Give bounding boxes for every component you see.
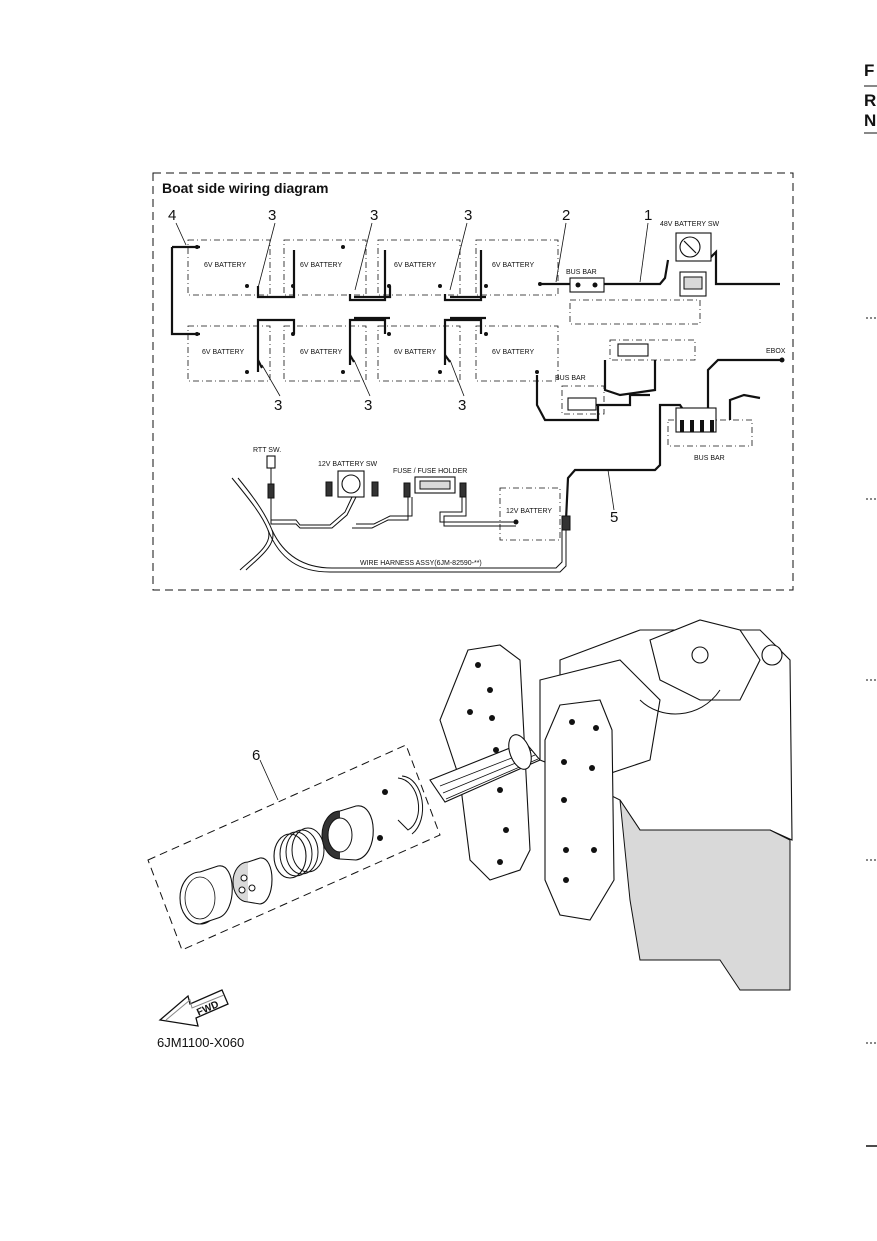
- wire-harness-label: WIRE HARNESS ASSY(6JM-82590-**): [360, 560, 482, 567]
- battery-bottom-1: [187, 325, 271, 382]
- edge-tick-marks: [866, 317, 877, 1147]
- callout-3: 3: [370, 207, 378, 224]
- callout-1: 1: [644, 207, 652, 224]
- motor-body: [619, 799, 791, 991]
- coil-spring: [273, 827, 325, 879]
- battery-label: 6V BATTERY: [202, 349, 244, 356]
- callout-3: 3: [464, 207, 472, 224]
- fuse-holder: FUSE / FUSE HOLDER: [393, 468, 467, 498]
- diagram-frame: [152, 172, 794, 591]
- battery-top-2: [283, 239, 367, 296]
- main-cables: [535, 249, 780, 430]
- battery-bottom-3: [377, 325, 461, 382]
- battery-outlines: [187, 239, 559, 382]
- battery-label: 6V BATTERY: [300, 262, 342, 269]
- motor-assembly-illustration: [429, 619, 793, 991]
- battery-12v-label: 12V BATTERY: [506, 508, 552, 515]
- edge-letter-r: R: [864, 91, 876, 110]
- jumper-cables: [170, 245, 486, 372]
- battery-switch-48v-label: 48V BATTERY SW: [660, 221, 720, 228]
- part-code: 6JM1100-X060: [157, 1035, 244, 1050]
- battery-label: 6V BATTERY: [492, 262, 534, 269]
- battery-labels: 6V BATTERY 6V BATTERY 6V BATTERY 6V BATT…: [202, 262, 534, 356]
- callout-4: 4: [168, 207, 176, 224]
- bus-bar-mid: BUS BAR: [555, 339, 696, 415]
- bus-bar-right-label: BUS BAR: [694, 455, 725, 462]
- diagram-title: Boat side wiring diagram: [162, 180, 328, 196]
- wiring-diagram: Boat side wiring diagram 6V BATTERY 6V B…: [152, 172, 794, 591]
- retainer-clip: [377, 775, 424, 841]
- callout-leaders: [175, 222, 649, 511]
- wire-harness: WIRE HARNESS ASSY(6JM-82590-**): [231, 477, 571, 573]
- rtt-switch: RTT SW.: [253, 447, 281, 499]
- battery-label: 6V BATTERY: [204, 262, 246, 269]
- edge-letter-f: F: [864, 61, 874, 80]
- bus-bar-top: BUS BAR: [566, 269, 701, 325]
- callout-5: 5: [610, 509, 618, 526]
- battery-bottom-4: [475, 325, 559, 382]
- callout-3: 3: [364, 397, 372, 414]
- fuse-holder-label: FUSE / FUSE HOLDER: [393, 468, 467, 475]
- battery-bottom-2: [283, 325, 367, 382]
- ebox-label: EBOX: [766, 348, 786, 355]
- oil-seal: [321, 805, 374, 861]
- seal-kit-frame: [147, 744, 441, 951]
- battery-switch-12v: 12V BATTERY SW: [318, 461, 379, 498]
- battery-label: 6V BATTERY: [492, 349, 534, 356]
- bus-bar-top-label: BUS BAR: [566, 269, 597, 276]
- battery-12v: 12V BATTERY: [499, 487, 561, 541]
- cable-5: [564, 430, 662, 521]
- battery-label: 6V BATTERY: [394, 262, 436, 269]
- bearing-hub: [232, 857, 273, 905]
- bus-bar-right: BUS BAR: [667, 407, 753, 462]
- seal-kit-callout: 6: [147, 744, 441, 951]
- bus-bar-mid-label: BUS BAR: [555, 375, 586, 382]
- sleeve-ring: [179, 865, 233, 925]
- battery-top-3: [377, 239, 461, 296]
- fwd-arrow: FWD: [158, 989, 229, 1027]
- callout-numbers: 4 3 3 3 2 1 3 3 3 5: [168, 207, 652, 526]
- battery-top-4: [475, 239, 559, 296]
- battery-switch-12v-label: 12V BATTERY SW: [318, 461, 378, 468]
- battery-switch-48v: 48V BATTERY SW: [660, 221, 720, 297]
- rtt-switch-label: RTT SW.: [253, 447, 281, 454]
- callout-3: 3: [274, 397, 282, 414]
- mounting-plate-left-bolts: [467, 662, 509, 865]
- callout-2: 2: [562, 207, 570, 224]
- callout-6: 6: [252, 747, 260, 764]
- battery-top-1: [187, 239, 271, 296]
- battery-label: 6V BATTERY: [300, 349, 342, 356]
- edge-letter-n: N: [864, 111, 876, 130]
- battery-terminals: [195, 245, 542, 374]
- battery-label: 6V BATTERY: [394, 349, 436, 356]
- callout-3: 3: [268, 207, 276, 224]
- callout-3: 3: [458, 397, 466, 414]
- mounting-plate-right-bolts: [561, 719, 599, 883]
- mounting-plate-right: [544, 699, 615, 921]
- ebox: EBOX: [766, 348, 786, 363]
